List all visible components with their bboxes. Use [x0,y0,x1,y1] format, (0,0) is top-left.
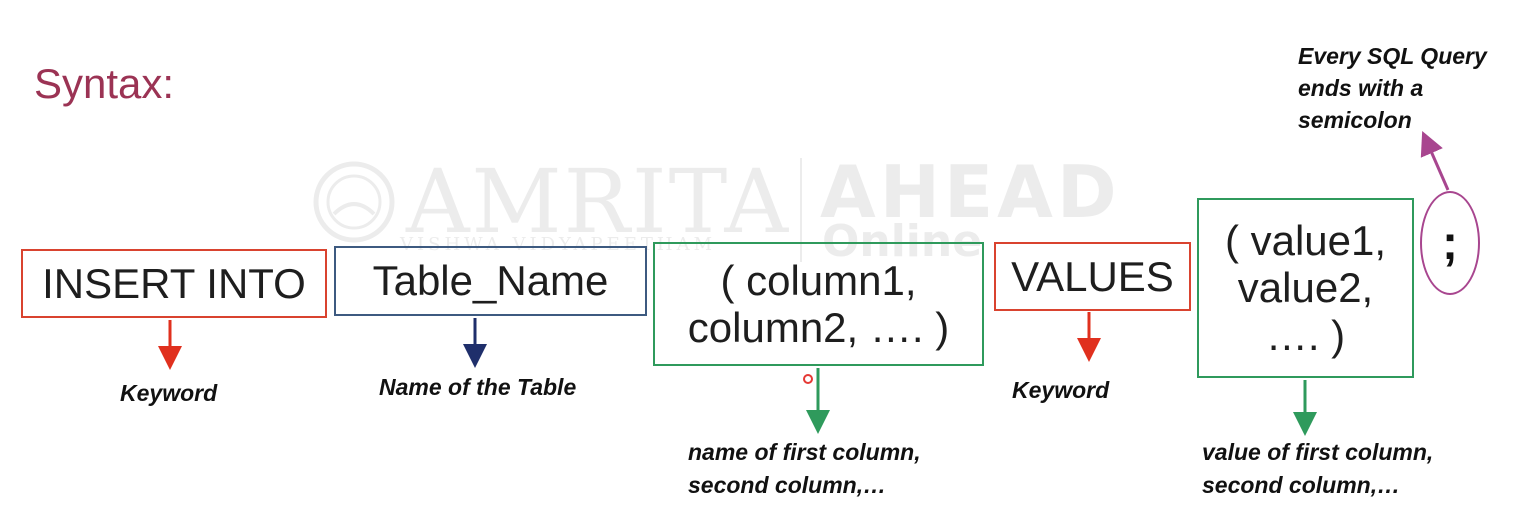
columns-label: name of first column, second column,… [688,439,921,498]
semicolon-circle: ; [1420,191,1480,295]
watermark-partner: AHEAD [820,150,1121,234]
table-label: Name of the Table [379,374,577,400]
pointer-dot [803,374,813,384]
semicolon-label: Every SQL Query ends with a semicolon [1298,43,1487,133]
watermark-brand: AMRITA [406,150,791,253]
semicolon-arrow [1420,131,1450,191]
keyword-label-1: Keyword [120,380,218,406]
values-label: value of first column, second column,… [1202,439,1434,498]
table-name-box: Table_Name [334,246,647,316]
watermark-seal-icon [313,161,395,243]
values-box: ( value1, value2, …. ) [1197,198,1414,378]
columns-box: ( column1, column2, …. ) [653,242,984,366]
insert-into-box: INSERT INTO [21,249,327,318]
keyword-label-2: Keyword [1012,377,1110,403]
watermark-divider [800,158,802,262]
slide-title: Syntax: [34,60,175,107]
watermark-sub: VISHWA VIDYAPEETHAM [400,234,717,255]
values-keyword-box: VALUES [994,242,1191,311]
watermark-partner-sub: Online [822,216,983,267]
